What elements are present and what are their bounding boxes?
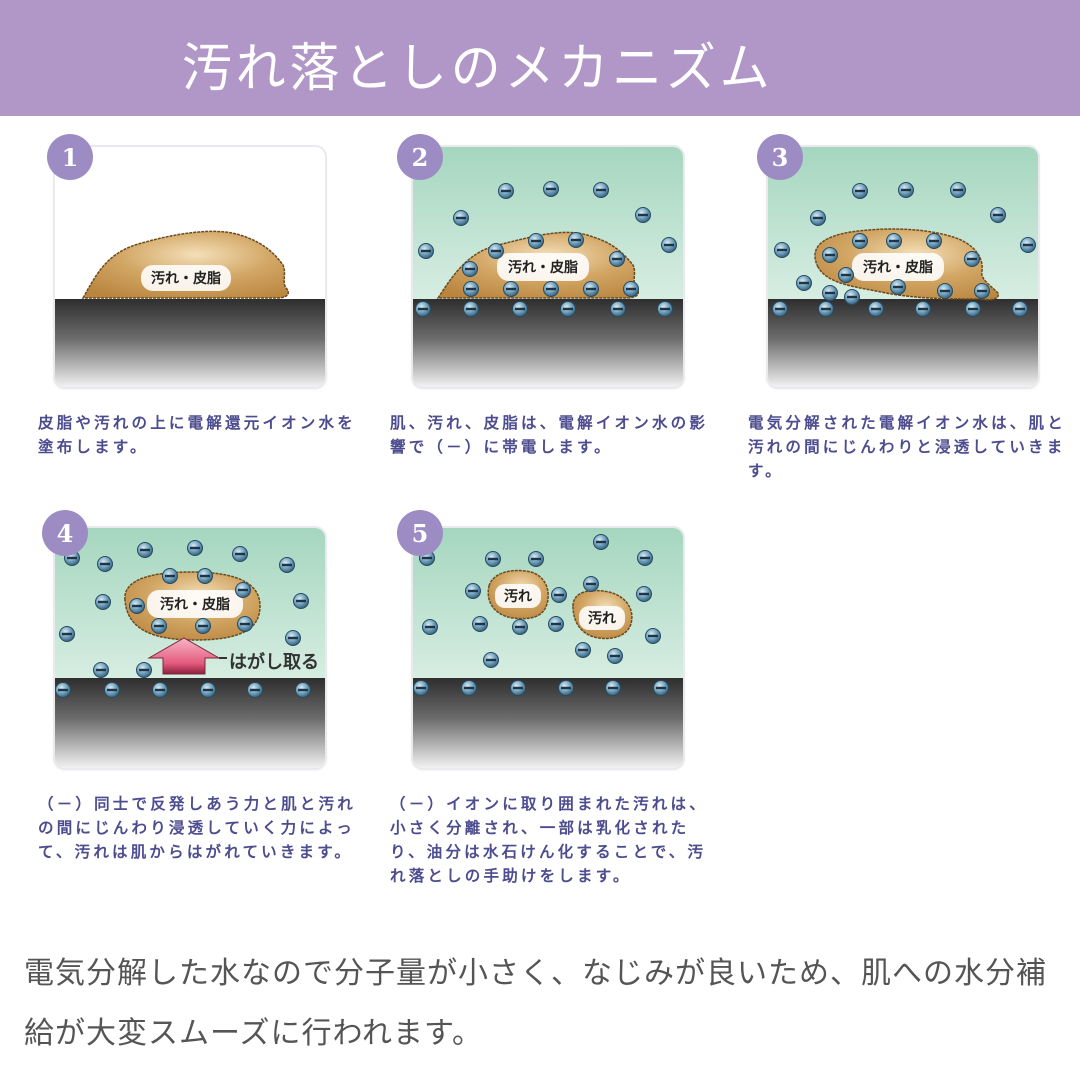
step-2-diagram <box>413 147 683 387</box>
summary-text: 電気分解した水なので分子量が小さく、なじみが良いため、肌への水分補給が大変スムー… <box>24 956 1047 1051</box>
step-1-diagram <box>55 147 325 387</box>
step-2-badge: 2 <box>397 134 443 180</box>
step-5-diagram <box>413 528 683 768</box>
step-4-badge: 4 <box>42 510 88 556</box>
step-2-caption: 肌、汚れ、皮脂は、電解イオン水の影響で（－）に帯電します。 <box>390 414 709 456</box>
step-2-illustration: 汚れ・皮脂 <box>413 147 683 387</box>
step-3-badge: 3 <box>757 134 803 180</box>
step-4-caption: （－）同士で反発しあう力と肌と汚れの間にじんわり浸透していく力によって、汚れは肌… <box>38 795 356 861</box>
step-1-caption: 皮脂や汚れの上に電解還元イオン水を塗布します。 <box>38 414 356 456</box>
step-3-caption: 電気分解された電解イオン水は、肌と汚れの間にじんわりと浸透していきます。 <box>748 414 1066 480</box>
step-4-illustration: 汚れ・皮脂 はがし取る <box>55 528 325 768</box>
step-3-diagram <box>768 147 1038 387</box>
step-1-illustration: 汚れ・皮脂 <box>55 147 325 387</box>
step-1-badge: 1 <box>47 134 93 180</box>
peel-off-label: はがし取る <box>229 652 319 673</box>
lift-arrow-icon <box>147 637 221 675</box>
dirt-label: 汚れ・皮脂 <box>863 260 933 276</box>
dirt-label: 汚れ <box>504 589 532 605</box>
step-4-diagram <box>55 528 325 768</box>
step-5-badge: 5 <box>397 510 443 556</box>
step-5-illustration: 汚れ 汚れ <box>413 528 683 768</box>
dirt-label: 汚れ・皮脂 <box>151 271 221 287</box>
step-5-caption: （－）イオンに取り囲まれた汚れは、小さく分離され、一部は乳化されたり、油分は水石… <box>390 795 708 885</box>
step-3-illustration: 汚れ・皮脂 <box>768 147 1038 387</box>
dirt-label: 汚れ・皮脂 <box>160 597 230 613</box>
page-title: 汚れ落としのメカニズム <box>182 39 774 99</box>
header-banner: 汚れ落としのメカニズム <box>0 0 1080 116</box>
dirt-label: 汚れ <box>588 611 616 627</box>
dirt-label: 汚れ・皮脂 <box>508 260 578 276</box>
skin-layer <box>55 299 325 387</box>
dirt-blob <box>81 230 289 299</box>
